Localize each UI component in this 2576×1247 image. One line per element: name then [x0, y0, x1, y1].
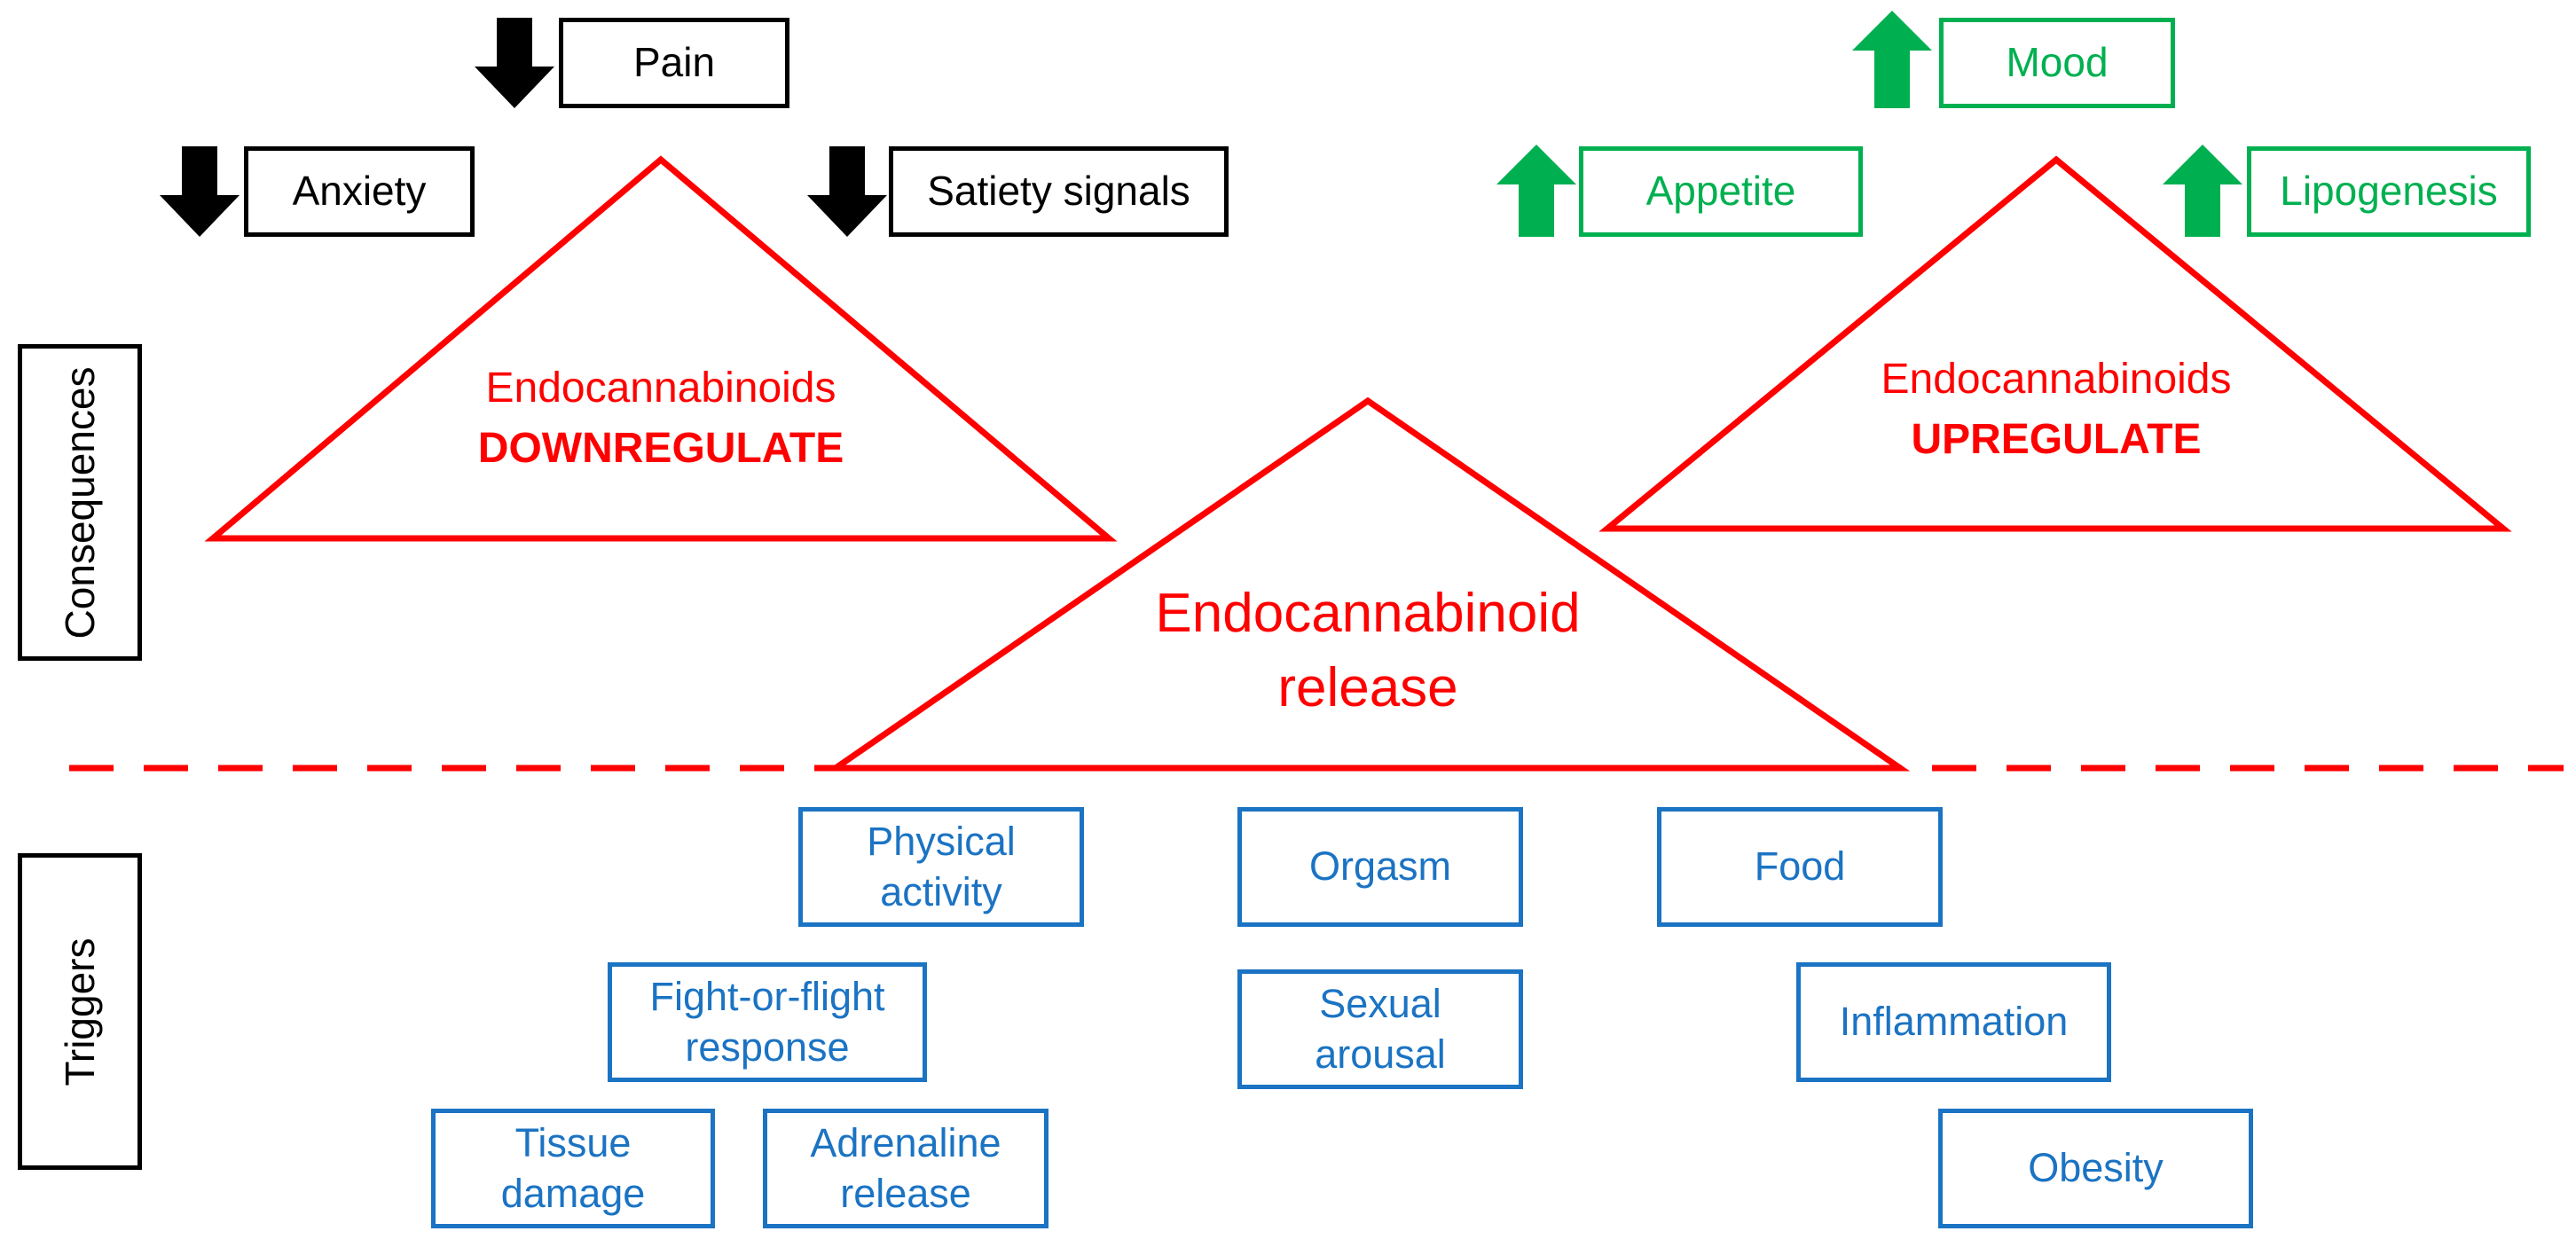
downregulate-line1: Endocannabinoids [485, 365, 836, 412]
food-label: Food [1754, 843, 1846, 890]
upregulate-line1: Endocannabinoids [1881, 356, 2232, 403]
trigger-obesity: Obesity [1938, 1109, 2253, 1228]
anxiety-label: Anxiety [292, 168, 427, 215]
consequences-label-box: Consequences [18, 344, 142, 661]
release-line2: release [1277, 657, 1458, 718]
inflammation-label: Inflammation [1839, 999, 2069, 1045]
trigger-physical-activity: Physical activity [798, 807, 1084, 927]
downregulate-triangle-text: Endocannabinoids DOWNREGULATE [395, 358, 927, 479]
consequences-label: Consequences [57, 366, 103, 639]
tissue-damage-line2: damage [500, 1170, 646, 1216]
release-triangle-text: Endocannabinoid release [1102, 576, 1634, 725]
adrenaline-release-line2: release [840, 1170, 971, 1216]
trigger-inflammation: Inflammation [1796, 962, 2111, 1082]
down-arrow-icon [475, 18, 554, 108]
satiety-signals-box: Satiety signals [889, 146, 1229, 237]
trigger-orgasm: Orgasm [1237, 807, 1523, 927]
pain-box: Pain [559, 18, 789, 108]
adrenaline-release-line1: Adrenaline [810, 1120, 1001, 1166]
mood-box: Mood [1939, 18, 2175, 108]
fight-or-flight-line2: response [685, 1023, 850, 1070]
pain-label: Pain [632, 39, 716, 86]
upregulate-line2: UPREGULATE [1911, 416, 2202, 463]
mood-label: Mood [2006, 39, 2109, 86]
sexual-arousal-line2: arousal [1315, 1031, 1446, 1077]
obesity-label: Obesity [2028, 1145, 2164, 1191]
up-arrow-icon [1496, 145, 1576, 237]
satiety-signals-label: Satiety signals [927, 168, 1190, 215]
orgasm-label: Orgasm [1308, 843, 1452, 890]
trigger-adrenaline-release: Adrenaline release [763, 1109, 1048, 1228]
up-arrow-icon [2163, 145, 2242, 237]
lipogenesis-box: Lipogenesis [2247, 146, 2531, 237]
anxiety-box: Anxiety [244, 146, 475, 237]
release-line1: Endocannabinoid [1155, 583, 1581, 644]
triangle-upregulate [1598, 155, 2512, 532]
appetite-box: Appetite [1579, 146, 1863, 237]
trigger-food: Food [1657, 807, 1943, 927]
triangle-downregulate [204, 155, 1118, 542]
sexual-arousal-line1: Sexual [1319, 981, 1441, 1027]
fight-or-flight-line1: Fight-or-flight [649, 974, 885, 1020]
upregulate-triangle-text: Endocannabinoids UPREGULATE [1790, 349, 2322, 470]
down-arrow-icon [160, 146, 240, 237]
lipogenesis-label: Lipogenesis [2280, 168, 2498, 215]
downregulate-line2: DOWNREGULATE [477, 425, 844, 472]
trigger-sexual-arousal: Sexual arousal [1237, 969, 1523, 1089]
triggers-label: Triggers [57, 937, 103, 1086]
tissue-damage-line1: Tissue [514, 1120, 632, 1166]
triggers-label-box: Triggers [18, 853, 142, 1170]
trigger-fight-or-flight: Fight-or-flight response [608, 962, 927, 1082]
physical-activity-line2: activity [880, 868, 1002, 914]
trigger-tissue-damage: Tissue damage [431, 1109, 715, 1228]
triangle-release [825, 396, 1911, 772]
down-arrow-icon [807, 146, 887, 237]
up-arrow-icon [1852, 11, 1932, 108]
appetite-label: Appetite [1645, 168, 1796, 215]
physical-activity-line1: Physical [867, 819, 1016, 865]
